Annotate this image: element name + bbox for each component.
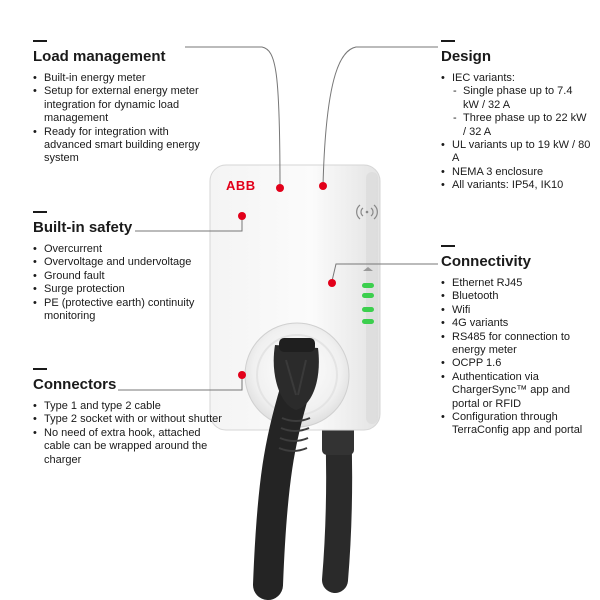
list-item: Ground fault [33,270,213,284]
callout-dots [238,182,336,379]
feature-list: Ethernet RJ45BluetoothWifi4G variantsRS4… [441,277,591,438]
cable-gland [322,425,354,455]
abb-logo: ABB [226,178,256,193]
list-item: Setup for external energy meter integrat… [33,85,218,125]
list-item: 4G variants [441,317,591,331]
list-item: Ready for integration with advanced smar… [33,126,218,166]
list-item: IEC variants: [441,72,591,86]
feature-list: Type 1 and type 2 cableType 2 socket wit… [33,400,223,467]
plug-handle [273,345,319,410]
list-item: NEMA 3 enclosure [441,166,591,180]
section-dash [33,40,47,42]
section-dash [33,368,47,370]
rfid-icon [356,204,378,220]
led-symbol-icon [363,267,373,271]
plug-head [279,338,315,352]
feature-list: OvercurrentOvervoltage and undervoltageG… [33,243,213,323]
design-section: Design IEC variants:Single phase up to 7… [441,40,591,193]
list-item: PE (protective earth) continuity monitor… [33,297,213,324]
list-item: Single phase up to 7.4 kW / 32 A [441,85,591,112]
feature-list: Built-in energy meterSetup for external … [33,72,218,166]
front-cable [253,375,310,600]
list-item: OCPP 1.6 [441,357,591,371]
list-item: Ethernet RJ45 [441,277,591,291]
section-title: Design [441,48,492,65]
connectivity-section: Connectivity Ethernet RJ45BluetoothWifi4… [441,245,591,438]
list-item: Configuration through TerraConfig app an… [441,411,591,438]
list-item: All variants: IP54, IK10 [441,179,591,193]
connectors-section: Connectors Type 1 and type 2 cableType 2… [33,368,223,467]
section-dash [441,245,455,247]
list-item: RS485 for connection to energy meter [441,331,591,358]
list-item: UL variants up to 19 kW / 80 A [441,139,591,166]
section-title: Connectors [33,376,117,393]
list-item: Authentication via ChargerSync™ app and … [441,371,591,411]
status-led-strip [362,267,374,324]
section-title: Load management [33,48,166,65]
section-title: Built-in safety [33,219,133,236]
section-dash [441,40,455,42]
built-in-safety-section: Built-in safety OvercurrentOvervoltage a… [33,211,213,323]
feature-list: IEC variants:Single phase up to 7.4 kW /… [441,72,591,193]
list-item: Overvoltage and undervoltage [33,256,213,270]
list-item: Type 1 and type 2 cable [33,400,223,414]
load-management-section: Load management Built-in energy meterSet… [33,40,218,166]
list-item: Overcurrent [33,243,213,257]
list-item: Wifi [441,304,591,318]
list-item: No need of extra hook, attached cable ca… [33,427,223,467]
list-item: Bluetooth [441,290,591,304]
list-item: Surge protection [33,283,213,297]
callout-lines [118,46,438,391]
charger-side-shade [366,172,378,424]
section-dash [33,211,47,213]
list-item: Type 2 socket with or without shutter [33,413,223,427]
list-item: Built-in energy meter [33,72,218,86]
list-item: Three phase up to 22 kW / 32 A [441,112,591,139]
section-title: Connectivity [441,253,532,270]
